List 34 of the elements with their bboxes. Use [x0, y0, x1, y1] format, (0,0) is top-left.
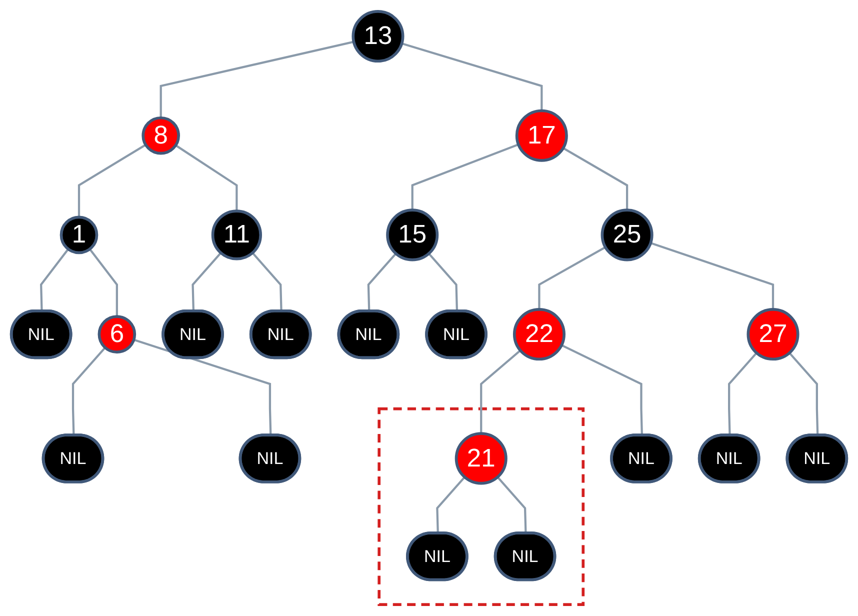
node-circle: 13 [352, 10, 404, 63]
node-circle: 1 [60, 216, 98, 254]
connector [728, 352, 758, 436]
node-circle: 6 [98, 315, 136, 354]
connector [788, 352, 819, 436]
connector [72, 346, 106, 436]
connector [401, 42, 543, 111]
connector [650, 242, 774, 310]
connector [88, 248, 118, 317]
node-circle: 8 [142, 116, 180, 155]
connector [538, 246, 606, 310]
connector [436, 476, 466, 534]
connector [411, 144, 519, 210]
connector [367, 252, 397, 312]
connector [562, 147, 628, 210]
node-circle: 11 [211, 210, 262, 260]
node-circle: 15 [386, 208, 439, 262]
connector [428, 252, 458, 312]
connector [252, 252, 282, 312]
connector [496, 476, 527, 534]
connector [480, 350, 522, 434]
node-circle: 25 [600, 208, 654, 262]
cluster [378, 407, 585, 606]
connector [133, 338, 272, 436]
node-circle: 27 [746, 308, 800, 361]
connector [78, 144, 146, 218]
connector [192, 252, 222, 312]
connector [561, 344, 644, 436]
node-circle: 21 [454, 432, 508, 485]
connector [40, 248, 70, 312]
node-circle: 22 [512, 308, 566, 361]
node-circle: 17 [515, 109, 568, 162]
connector [175, 144, 238, 212]
connector [160, 40, 354, 118]
